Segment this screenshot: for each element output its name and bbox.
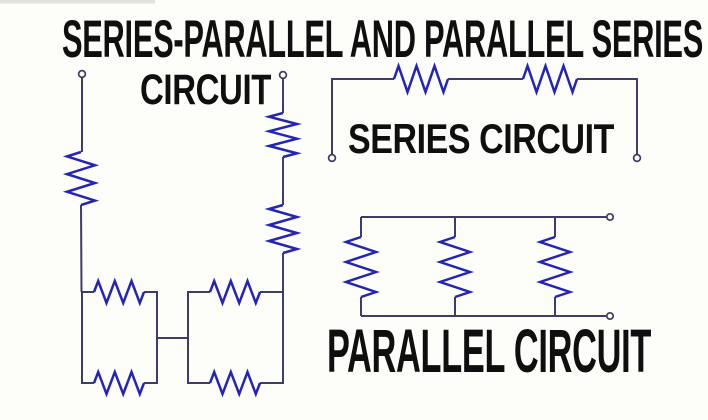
series-left-wire	[331, 78, 394, 155]
series-resistor-2-icon	[521, 62, 579, 96]
terminal-node-icon	[605, 311, 615, 321]
resistors-layer	[62, 62, 579, 398]
terminal-node-icon	[632, 153, 642, 163]
sp-right-loop-top-resistor-icon	[208, 277, 262, 307]
terminal-node-icon	[605, 212, 615, 222]
terminal-node-icon	[327, 153, 337, 163]
series-right-wire	[577, 78, 638, 155]
wires-layer	[77, 69, 642, 384]
text-layer: SERIES-PARALLEL AND PARALLEL SERIES CIRC…	[62, 10, 704, 385]
sp-left-resistor-icon	[62, 150, 100, 207]
sp-right-resistor-2-icon	[264, 203, 302, 255]
sp-right-loop-right-wire	[260, 291, 284, 384]
main-title-line1: SERIES-PARALLEL AND PARALLEL SERIES	[62, 10, 703, 69]
series-circuit-label: SERIES CIRCUIT	[348, 115, 615, 162]
parallel-resistor-2-icon	[436, 235, 474, 299]
series-resistor-1-icon	[392, 62, 450, 96]
sp-left-loop-bottom-resistor-icon	[92, 368, 146, 398]
sp-left-loop-top-resistor-icon	[92, 277, 146, 307]
sp-right-loop-bottom-resistor-icon	[208, 368, 262, 398]
main-title-line2: CIRCUIT	[140, 66, 271, 114]
sp-right-resistor-1-icon	[264, 111, 302, 159]
parallel-resistor-1-icon	[342, 235, 380, 299]
sp-left-branch-wire-lower	[80, 204, 83, 293]
terminal-node-icon	[278, 70, 288, 80]
terminals-layer	[77, 69, 642, 321]
scan-artifact	[0, 0, 155, 4]
parallel-resistor-3-icon	[536, 235, 574, 299]
parallel-circuit-label: PARALLEL CIRCUIT	[327, 317, 651, 385]
sp-right-loop-left-wire	[187, 291, 210, 384]
sp-left-loop-left-wire	[81, 291, 94, 384]
terminal-node-icon	[77, 69, 87, 79]
